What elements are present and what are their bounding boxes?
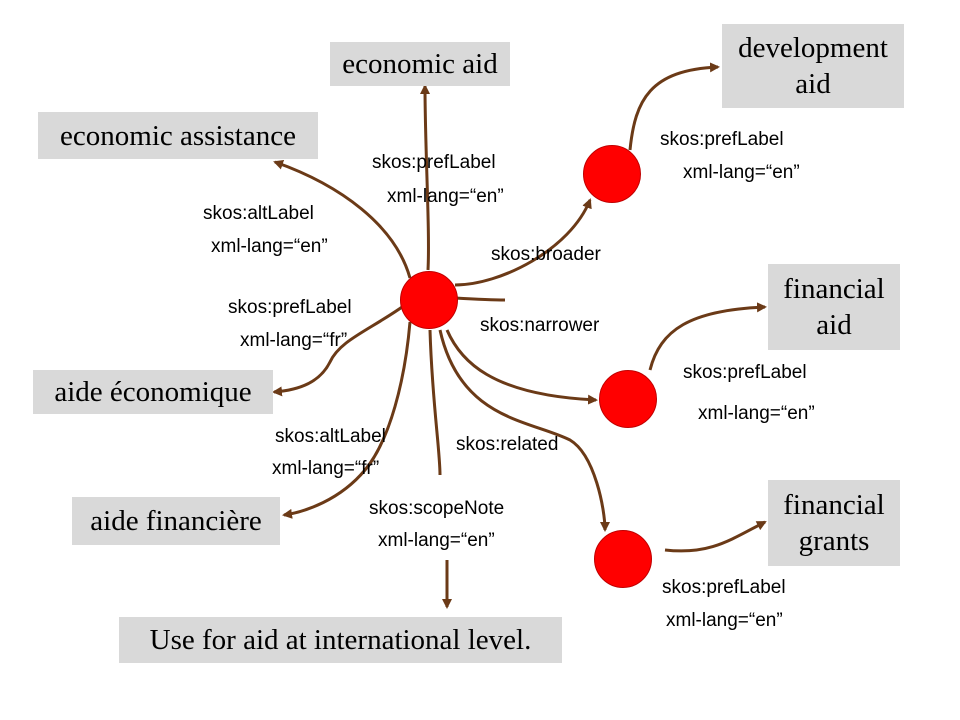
box-financial-grants: financial grants	[768, 480, 900, 566]
rel-broader: skos:broader	[491, 244, 601, 265]
edge-scope-en	[428, 329, 447, 607]
edge-narrower	[445, 296, 596, 400]
rel-pref-fr-2: xml-lang=“fr”	[240, 330, 348, 351]
box-financial-aid: financial aid	[768, 264, 900, 350]
rel-narrower: skos:narrower	[480, 315, 600, 336]
edge-alt-en	[273, 159, 412, 279]
edge-broader	[454, 198, 592, 287]
edge-pref-fr	[272, 303, 406, 397]
rel-pref-en-2: xml-lang=“en”	[387, 186, 504, 207]
rel-pref-fr-1: skos:prefLabel	[228, 297, 352, 318]
edge-fin-pref	[648, 302, 767, 371]
label-financial-aid-line1: financial	[783, 273, 885, 305]
edge-related	[438, 329, 610, 532]
label-scope-note: Use for aid at international level.	[149, 624, 532, 656]
label-development-aid-line1: development	[738, 32, 888, 64]
box-scope-note: Use for aid at international level.	[119, 617, 562, 663]
rel-alt-fr-2: xml-lang=“fr”	[272, 458, 380, 479]
label-economic-assistance: economic assistance	[60, 119, 296, 152]
edge-pref-en	[420, 84, 431, 271]
rel-grant-pref-1: skos:prefLabel	[662, 577, 786, 598]
edge-grant-pref	[664, 520, 767, 553]
label-economic-aid: economic aid	[342, 48, 498, 80]
rel-fin-pref-1: skos:prefLabel	[683, 362, 807, 383]
rel-dev-pref-2: xml-lang=“en”	[683, 162, 800, 183]
edge-alt-fr	[282, 321, 412, 519]
rel-scope-en-1: skos:scopeNote	[369, 498, 505, 519]
rel-scope-en-2: xml-lang=“en”	[378, 530, 495, 551]
label-aide-economique: aide économique	[54, 376, 252, 408]
label-aide-financiere: aide financière	[90, 505, 262, 537]
rel-pref-en-1: skos:prefLabel	[372, 152, 496, 173]
development-aid-node	[583, 145, 641, 203]
box-development-aid: development aid	[722, 24, 904, 108]
edge-dev-pref	[628, 62, 720, 151]
label-development-aid-line2: aid	[795, 68, 831, 100]
label-financial-aid-line2: aid	[816, 309, 852, 341]
label-financial-grants-line2: grants	[798, 525, 870, 557]
financial-aid-node	[599, 370, 657, 428]
label-financial-grants-line1: financial	[783, 489, 885, 521]
rel-grant-pref-2: xml-lang=“en”	[666, 610, 783, 631]
rel-dev-pref-1: skos:prefLabel	[660, 129, 784, 150]
rel-alt-en-1: skos:altLabel	[203, 203, 314, 224]
center-concept-node	[400, 271, 458, 329]
rel-alt-en-2: xml-lang=“en”	[211, 236, 328, 257]
box-economic-assistance: economic assistance	[38, 112, 318, 159]
box-economic-aid: economic aid	[330, 42, 510, 86]
rel-alt-fr-1: skos:altLabel	[275, 426, 386, 447]
rel-fin-pref-2: xml-lang=“en”	[698, 403, 815, 424]
box-aide-economique: aide économique	[33, 370, 273, 414]
rel-related: skos:related	[456, 434, 559, 455]
box-aide-financiere: aide financière	[72, 497, 280, 545]
financial-grants-node	[594, 530, 652, 588]
